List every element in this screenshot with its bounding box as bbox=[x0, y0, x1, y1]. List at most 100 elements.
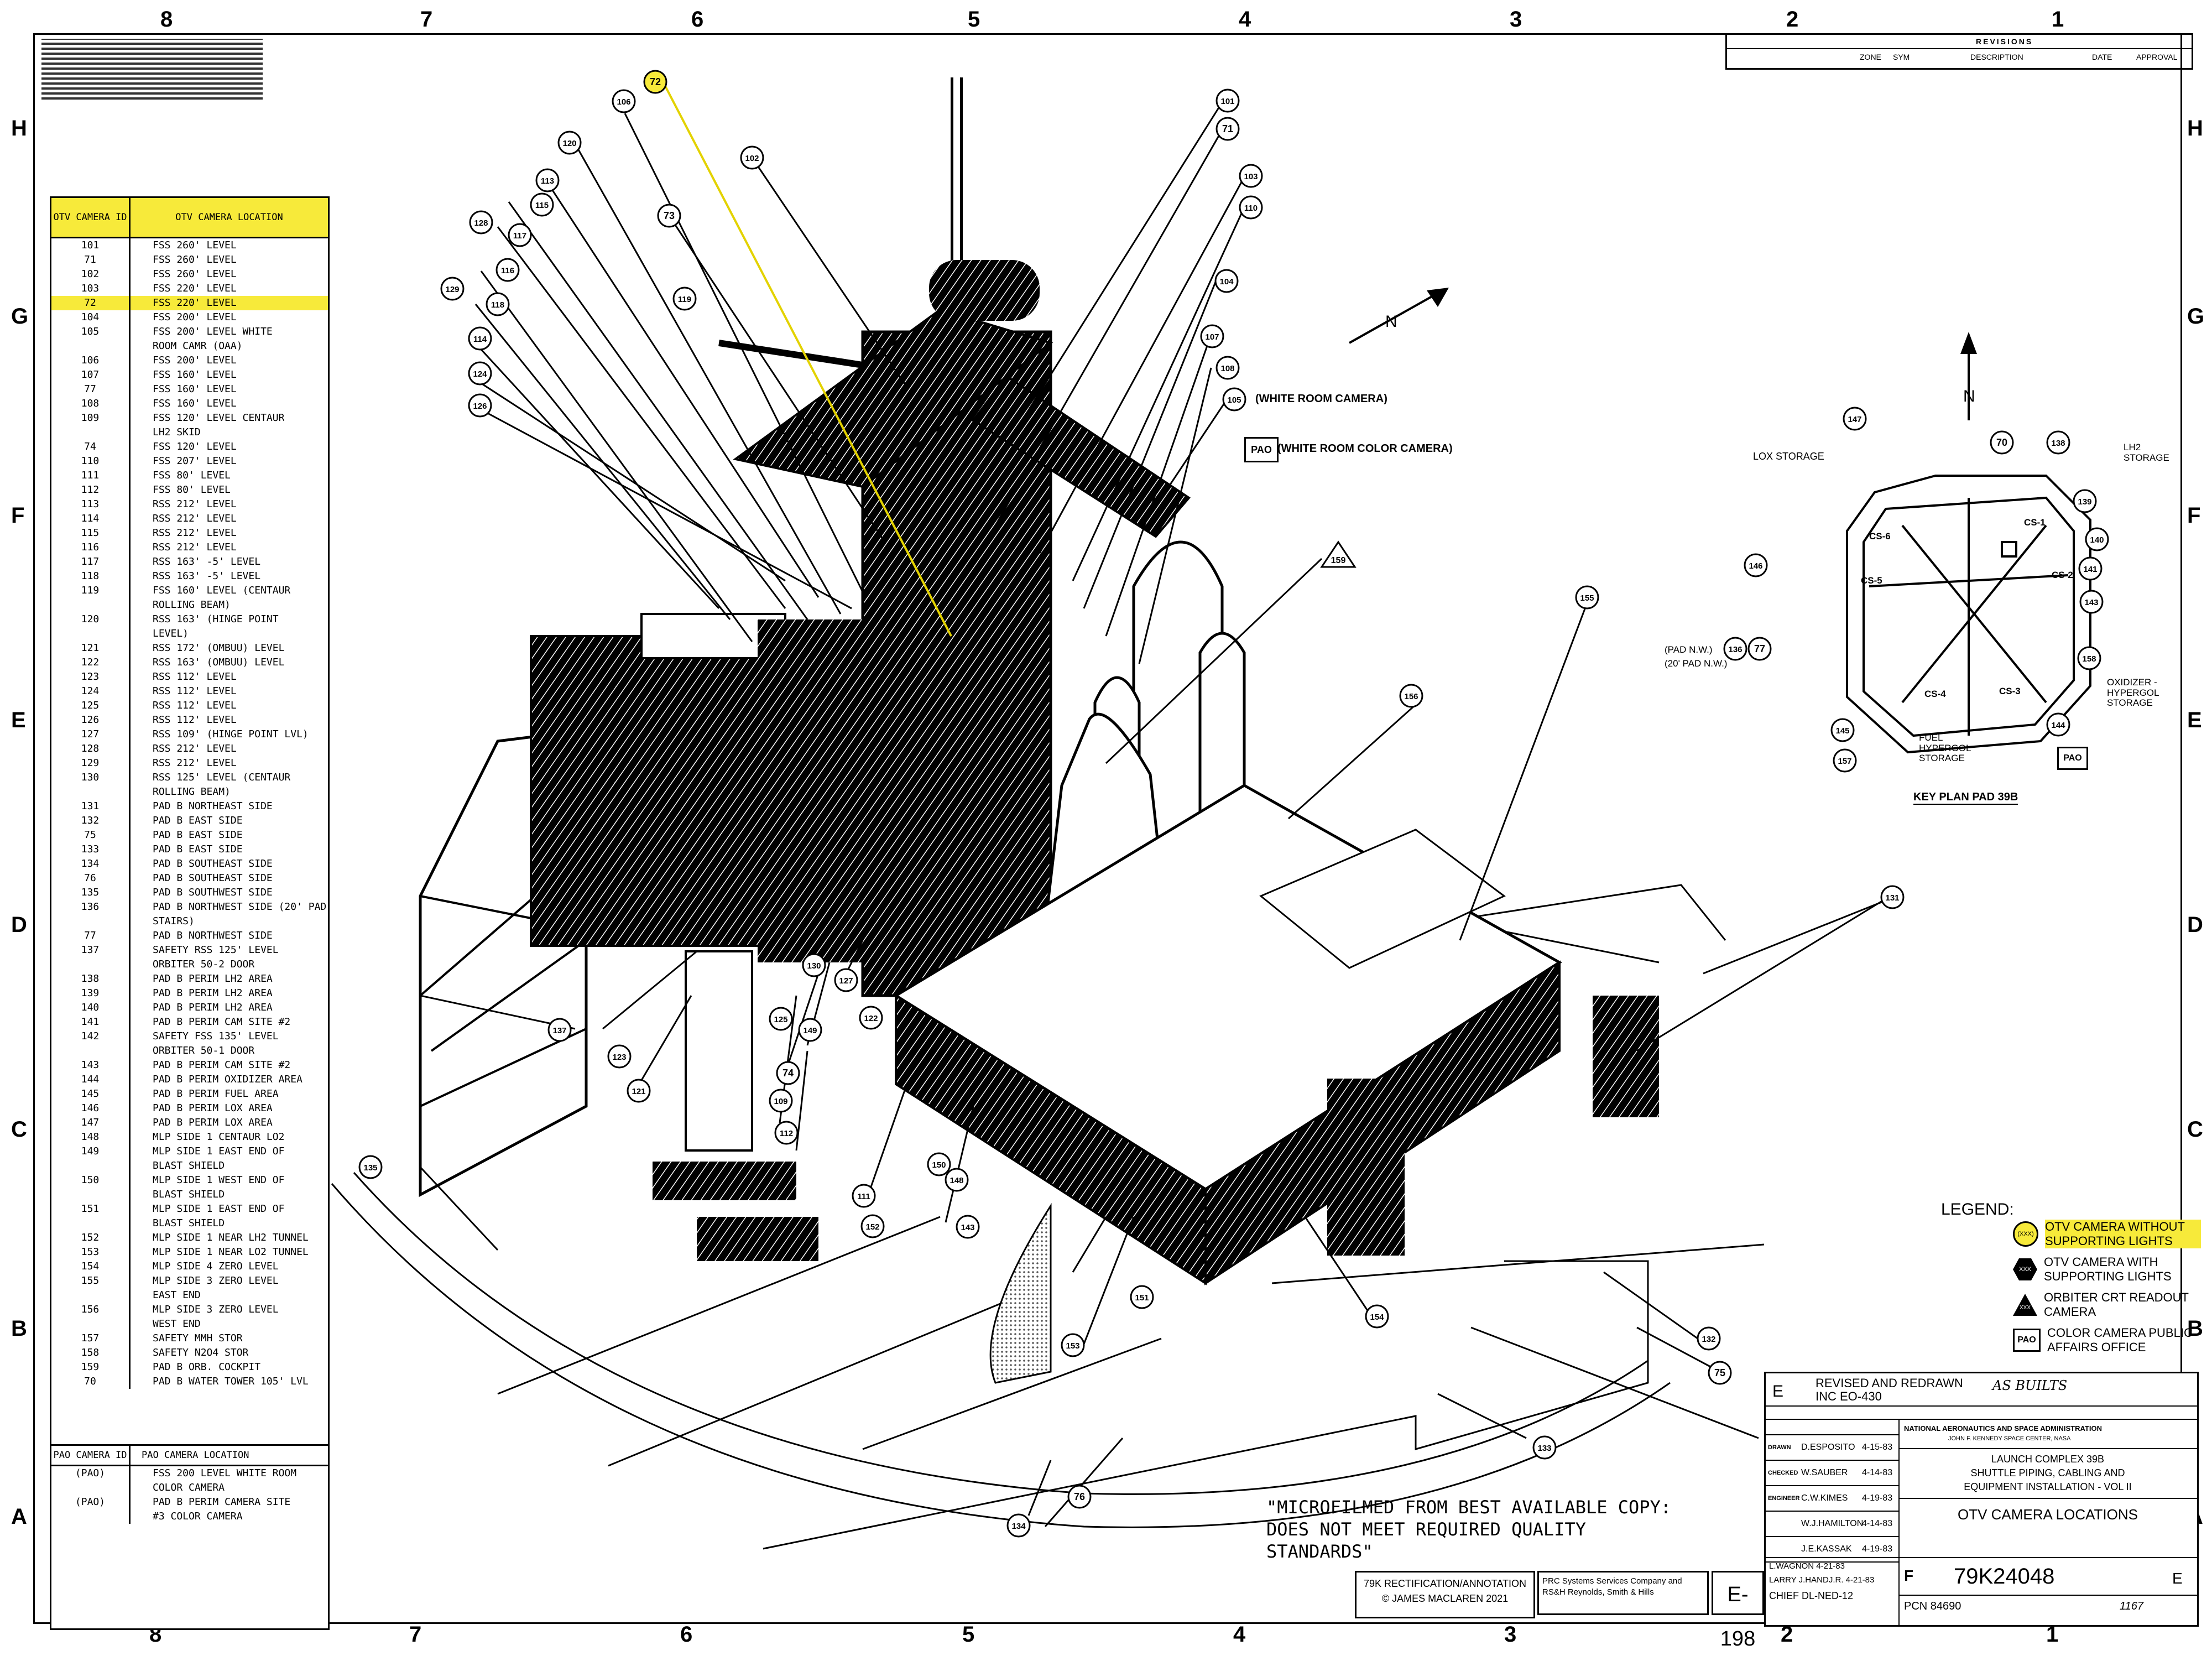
legend-item-otv-lights: XXX OTV CAMERA WITH SUPPORTING LIGHTS bbox=[2013, 1255, 2201, 1284]
camera-location-cell: RSS 112' LEVEL bbox=[153, 685, 237, 697]
svg-text:74: 74 bbox=[782, 1068, 794, 1079]
camera-location-cell: PAD B EAST SIDE bbox=[153, 829, 243, 841]
camera-callout-76: 76 bbox=[1067, 1485, 1092, 1509]
camera-callout-132: 132 bbox=[1697, 1326, 1721, 1351]
pao-id-cell bbox=[51, 1509, 131, 1524]
camera-id-cell: 123 bbox=[51, 670, 131, 684]
camera-callout-125: 125 bbox=[769, 1007, 793, 1031]
zone-C: C bbox=[11, 1117, 27, 1142]
zone-8: 8 bbox=[160, 7, 173, 32]
keyplan-pad-nw-20: (20' PAD N.W.) bbox=[1665, 658, 1728, 669]
sheet-code: E-198 bbox=[1712, 1571, 1764, 1650]
legend-item-crt: XXX ORBITER CRT READOUT CAMERA bbox=[2013, 1290, 2201, 1319]
camera-location-cell: RSS 163' (OMBUU) LEVEL bbox=[153, 657, 285, 668]
svg-text:118: 118 bbox=[491, 300, 504, 310]
camera-callout-109: 109 bbox=[769, 1089, 793, 1113]
otv-table-header: OTV CAMERA ID OTV CAMERA LOCATION bbox=[51, 198, 328, 238]
zone-D-right: D bbox=[2187, 913, 2203, 937]
zone-row-bottom: 8 7 6 5 4 3 2 1 bbox=[0, 1618, 2212, 1651]
camera-callout-123: 123 bbox=[607, 1044, 632, 1069]
camera-id-cell: 149 bbox=[51, 1144, 131, 1159]
pao-header-id: PAO CAMERA ID bbox=[51, 1446, 131, 1465]
svg-text:106: 106 bbox=[617, 97, 630, 107]
revisions-header: REVISIONS ZONE SYM DESCRIPTION DATE APPR… bbox=[1725, 33, 2193, 70]
signature-date: 4-14-83 bbox=[1862, 1519, 1893, 1528]
camera-location-cell: RSS 112' LEVEL bbox=[153, 700, 237, 711]
camera-id-cell: 126 bbox=[51, 713, 131, 727]
camera-callout-148: 148 bbox=[945, 1168, 969, 1192]
camera-callout-111: 111 bbox=[852, 1184, 876, 1208]
camera-id-cell: 72 bbox=[51, 296, 131, 310]
camera-location-cell: FSS 160' LEVEL bbox=[153, 398, 237, 409]
camera-callout-70: 70 bbox=[1990, 430, 2014, 455]
camera-location-cell: FSS 220' LEVEL bbox=[153, 283, 237, 294]
pao-location-cell: #3 COLOR CAMERA bbox=[153, 1511, 243, 1522]
camera-location-cell: PAD B SOUTHWEST SIDE bbox=[153, 887, 273, 898]
svg-text:144: 144 bbox=[2051, 721, 2065, 730]
general-notes-block bbox=[41, 39, 263, 100]
camera-id-cell: 150 bbox=[51, 1173, 131, 1188]
camera-id-cell bbox=[51, 1216, 131, 1231]
camera-callout-152: 152 bbox=[860, 1214, 885, 1238]
svg-text:104: 104 bbox=[1219, 277, 1234, 287]
camera-location-cell: PAD B PERIM OXIDIZER AREA bbox=[153, 1074, 302, 1085]
keyplan-cs-3: CS-3 bbox=[1999, 686, 2021, 696]
signature-date: 4-15-83 bbox=[1862, 1443, 1893, 1452]
svg-text:112: 112 bbox=[780, 1129, 793, 1138]
camera-id-cell: 131 bbox=[51, 799, 131, 814]
camera-location-cell: FSS 207' LEVEL bbox=[153, 455, 237, 467]
camera-callout-119: 119 bbox=[672, 287, 697, 311]
camera-location-cell: RSS 212' LEVEL bbox=[153, 527, 237, 539]
svg-text:133: 133 bbox=[1537, 1444, 1551, 1453]
camera-id-cell bbox=[51, 598, 131, 612]
camera-id-cell: 138 bbox=[51, 972, 131, 986]
camera-callout-124: 124 bbox=[468, 361, 492, 386]
legend-item-pao: PAO COLOR CAMERA PUBLIC AFFAIRS OFFICE bbox=[2013, 1326, 2201, 1355]
annotation-credit: 79K RECTIFICATION/ANNOTATION © JAMES MAC… bbox=[1355, 1571, 1535, 1618]
camera-id-cell: 132 bbox=[51, 814, 131, 828]
svg-text:116: 116 bbox=[501, 266, 514, 275]
north-arrow-keyplan bbox=[1960, 332, 1977, 420]
table-row: ROLLING BEAM) bbox=[51, 785, 328, 799]
camera-id-cell: 159 bbox=[51, 1360, 131, 1374]
camera-location-cell: SAFETY RSS 125' LEVEL bbox=[153, 944, 279, 956]
signature-date: 4-14-83 bbox=[1862, 1468, 1893, 1477]
table-row: ORBITER 50-2 DOOR bbox=[51, 957, 328, 972]
table-row: STAIRS) bbox=[51, 914, 328, 929]
camera-id-cell: 102 bbox=[51, 267, 131, 282]
camera-location-cell: PAD B NORTHEAST SIDE bbox=[153, 800, 273, 812]
camera-location-cell: BLAST SHIELD bbox=[153, 1217, 225, 1229]
svg-text:71: 71 bbox=[1222, 123, 1233, 134]
camera-id-cell: 153 bbox=[51, 1245, 131, 1259]
svg-text:159: 159 bbox=[1331, 556, 1346, 565]
signature-role: DRAWN bbox=[1768, 1444, 1791, 1451]
zone-G-right: G bbox=[2187, 304, 2205, 329]
camera-location-cell: ROLLING BEAM) bbox=[153, 786, 231, 798]
table-row: 131 PAD B NORTHEAST SIDE bbox=[51, 799, 328, 814]
zone-5: 5 bbox=[968, 7, 980, 32]
camera-id-cell: 157 bbox=[51, 1331, 131, 1346]
camera-id-cell: 146 bbox=[51, 1101, 131, 1116]
svg-text:145: 145 bbox=[1835, 726, 1849, 736]
svg-text:105: 105 bbox=[1227, 395, 1241, 405]
camera-callout-157: 157 bbox=[1833, 748, 1857, 773]
svg-text:103: 103 bbox=[1244, 172, 1258, 181]
camera-id-cell: 155 bbox=[51, 1274, 131, 1288]
signature-name: D.ESPOSITO bbox=[1801, 1443, 1855, 1452]
svg-text:157: 157 bbox=[1838, 757, 1851, 766]
legend-text-pao: COLOR CAMERA PUBLIC AFFAIRS OFFICE bbox=[2047, 1326, 2193, 1354]
